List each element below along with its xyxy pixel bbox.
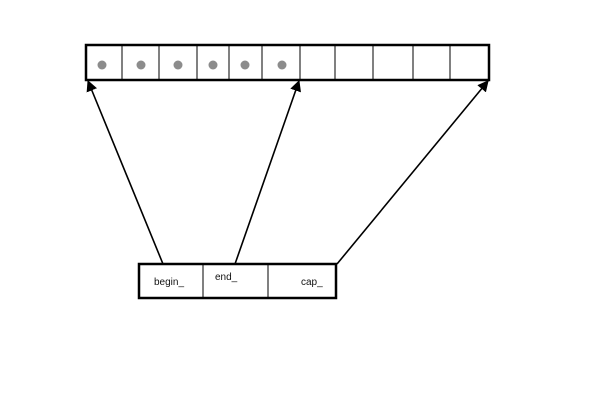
buffer-outline [84, 43, 491, 82]
buffer-element-dot [173, 60, 183, 70]
end-field-label: end_ [215, 272, 238, 283]
cap-pointer-arrow [336, 80, 489, 265]
struct-outline [137, 262, 338, 300]
vector-struct [137, 262, 338, 300]
buffer-element-dot [240, 60, 250, 70]
buffer-array [84, 43, 491, 82]
cap-field-label: cap_ [301, 277, 323, 288]
buffer-element-dot [277, 60, 287, 70]
buffer-element-dot [208, 60, 218, 70]
begin-field-label: begin_ [154, 277, 185, 288]
pointer-arrows [86, 79, 489, 265]
buffer-slot-dividers [121, 45, 451, 80]
buffer-element-dots [97, 60, 287, 70]
end-pointer-arrow [234, 79, 301, 265]
buffer-element-dot [97, 60, 107, 70]
buffer-element-dot [136, 60, 146, 70]
begin-pointer-arrow [86, 79, 164, 265]
